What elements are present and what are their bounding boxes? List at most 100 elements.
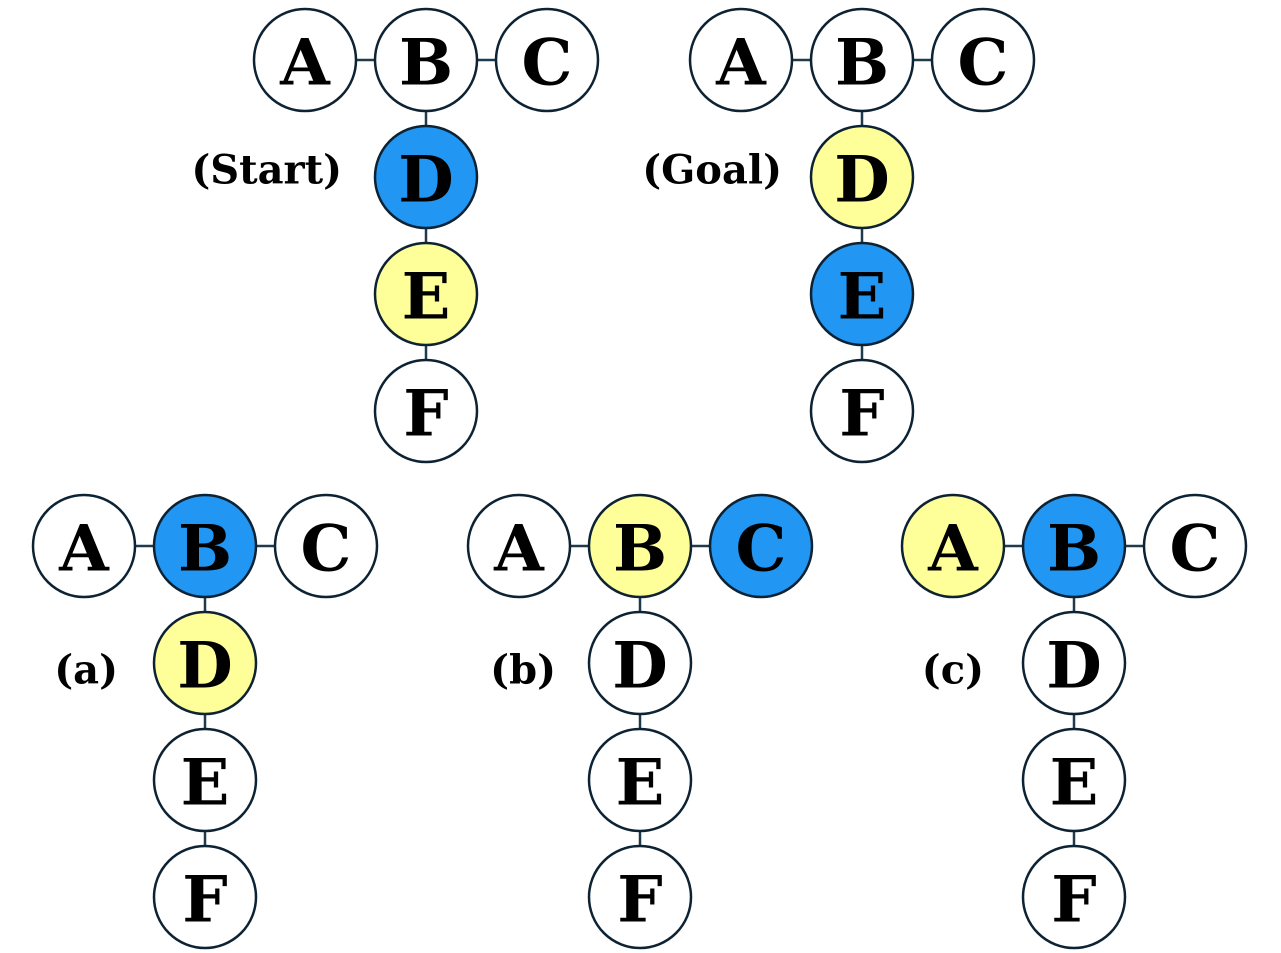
- node-label: B: [613, 512, 667, 587]
- node-circle: [900, 493, 1006, 599]
- node-label: B: [399, 26, 453, 101]
- node-circle: [587, 727, 693, 833]
- panel-label: (c): [922, 647, 984, 694]
- node-A: A: [688, 7, 794, 113]
- node-label: A: [493, 512, 545, 587]
- node-label: D: [177, 629, 233, 704]
- node-F: F: [373, 358, 479, 464]
- node-circle: [587, 610, 693, 716]
- node-label: C: [1170, 512, 1221, 587]
- node-circle: [587, 844, 693, 950]
- node-label: A: [927, 512, 979, 587]
- node-E: E: [1021, 727, 1127, 833]
- node-circle: [373, 358, 479, 464]
- node-circle: [252, 7, 358, 113]
- node-E: E: [152, 727, 258, 833]
- node-label: F: [1051, 863, 1096, 938]
- node-circle: [1021, 610, 1127, 716]
- node-label: D: [612, 629, 668, 704]
- node-label: A: [58, 512, 110, 587]
- node-circle: [466, 493, 572, 599]
- node-E: E: [373, 241, 479, 347]
- node-circle: [152, 610, 258, 716]
- node-label: C: [522, 26, 573, 101]
- panel-label: (Goal): [642, 147, 782, 194]
- node-label: A: [279, 26, 331, 101]
- node-label: C: [301, 512, 352, 587]
- node-circle: [708, 493, 814, 599]
- node-label: B: [1047, 512, 1101, 587]
- node-C: C: [1142, 493, 1248, 599]
- node-label: D: [834, 143, 890, 218]
- node-label: E: [838, 260, 887, 335]
- node-circle: [809, 124, 915, 230]
- node-D: D: [809, 124, 915, 230]
- node-F: F: [587, 844, 693, 950]
- node-circle: [930, 7, 1036, 113]
- node-label: F: [617, 863, 662, 938]
- node-label: B: [178, 512, 232, 587]
- node-circle: [809, 7, 915, 113]
- node-A: A: [31, 493, 137, 599]
- node-F: F: [1021, 844, 1127, 950]
- node-C: C: [494, 7, 600, 113]
- node-circle: [688, 7, 794, 113]
- node-B: B: [587, 493, 693, 599]
- node-F: F: [152, 844, 258, 950]
- node-E: E: [809, 241, 915, 347]
- node-A: A: [900, 493, 1006, 599]
- node-circle: [152, 727, 258, 833]
- node-label: E: [181, 746, 230, 821]
- node-circle: [373, 241, 479, 347]
- node-label: B: [835, 26, 889, 101]
- node-D: D: [1021, 610, 1127, 716]
- node-C: C: [273, 493, 379, 599]
- node-C: C: [708, 493, 814, 599]
- node-circle: [1021, 844, 1127, 950]
- node-B: B: [1021, 493, 1127, 599]
- node-A: A: [466, 493, 572, 599]
- node-A: A: [252, 7, 358, 113]
- node-label: F: [403, 377, 448, 452]
- node-circle: [809, 358, 915, 464]
- node-circle: [273, 493, 379, 599]
- node-circle: [1021, 727, 1127, 833]
- node-F: F: [809, 358, 915, 464]
- node-circle: [152, 844, 258, 950]
- node-circle: [1021, 493, 1127, 599]
- node-label: F: [182, 863, 227, 938]
- node-label: C: [736, 512, 787, 587]
- node-circle: [152, 493, 258, 599]
- node-label: F: [839, 377, 884, 452]
- panel-label: (b): [490, 647, 556, 694]
- node-D: D: [587, 610, 693, 716]
- node-circle: [373, 7, 479, 113]
- node-circle: [31, 493, 137, 599]
- node-circle: [494, 7, 600, 113]
- node-E: E: [587, 727, 693, 833]
- node-B: B: [373, 7, 479, 113]
- node-B: B: [152, 493, 258, 599]
- panel-label: (Start): [191, 147, 342, 194]
- node-D: D: [152, 610, 258, 716]
- node-circle: [373, 124, 479, 230]
- node-B: B: [809, 7, 915, 113]
- node-label: E: [616, 746, 665, 821]
- node-label: D: [1046, 629, 1102, 704]
- node-circle: [1142, 493, 1248, 599]
- node-label: A: [715, 26, 767, 101]
- node-label: E: [402, 260, 451, 335]
- node-circle: [587, 493, 693, 599]
- panel-label: (a): [54, 647, 118, 694]
- node-label: D: [398, 143, 454, 218]
- node-label: E: [1050, 746, 1099, 821]
- node-D: D: [373, 124, 479, 230]
- node-C: C: [930, 7, 1036, 113]
- node-circle: [809, 241, 915, 347]
